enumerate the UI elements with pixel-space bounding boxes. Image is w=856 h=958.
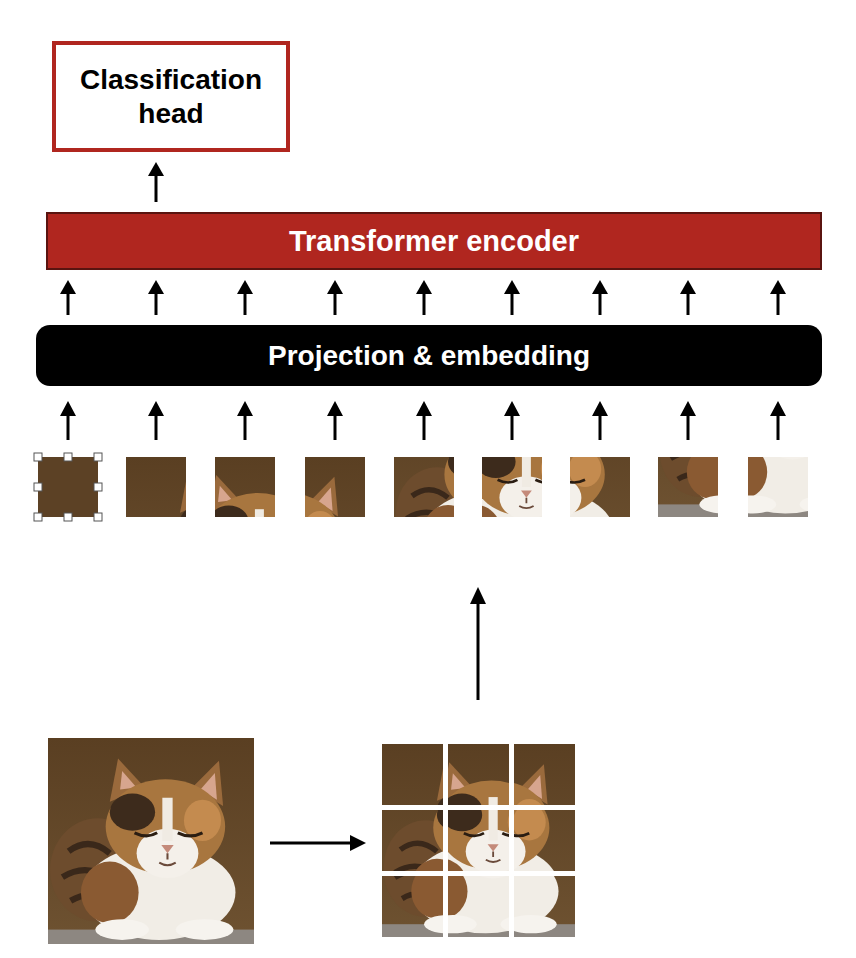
up-arrow [470,587,486,700]
flow-arrow [680,280,696,315]
patch-arrow [680,401,696,440]
encoder-band: Transformer encoder [46,212,822,270]
patch-arrow [416,401,432,440]
patch-arrow [592,401,608,440]
node-label: Transformer encoder [289,224,579,259]
cat-image [48,738,254,944]
image-patch [450,397,630,577]
node-label: Projection & embedding [268,339,590,373]
class-token [34,453,102,521]
flow-arrow [327,280,343,315]
patch-arrows [60,401,786,440]
flow-arrow [770,280,786,315]
flow-arrow [416,280,432,315]
patch-arrow [148,401,164,440]
flow-arrow [592,280,608,315]
patch-arrow [237,401,253,440]
flow-arrow [60,280,76,315]
flow-arrow [237,280,253,315]
classifier-box: Classification head [52,41,290,152]
image-patch [185,457,365,637]
patch-arrow [504,401,520,440]
patch-arrow [327,401,343,440]
patch-grid [382,744,575,937]
flow-arrow [148,162,164,202]
flow-arrow [148,280,164,315]
flow-arrow [504,280,520,315]
patch-arrow [770,401,786,440]
patch-arrow [60,401,76,440]
grid-tile [392,754,575,937]
projection-band: Projection & embedding [36,325,822,386]
node-label: Classification head [70,63,272,130]
split-arrow [270,835,366,851]
